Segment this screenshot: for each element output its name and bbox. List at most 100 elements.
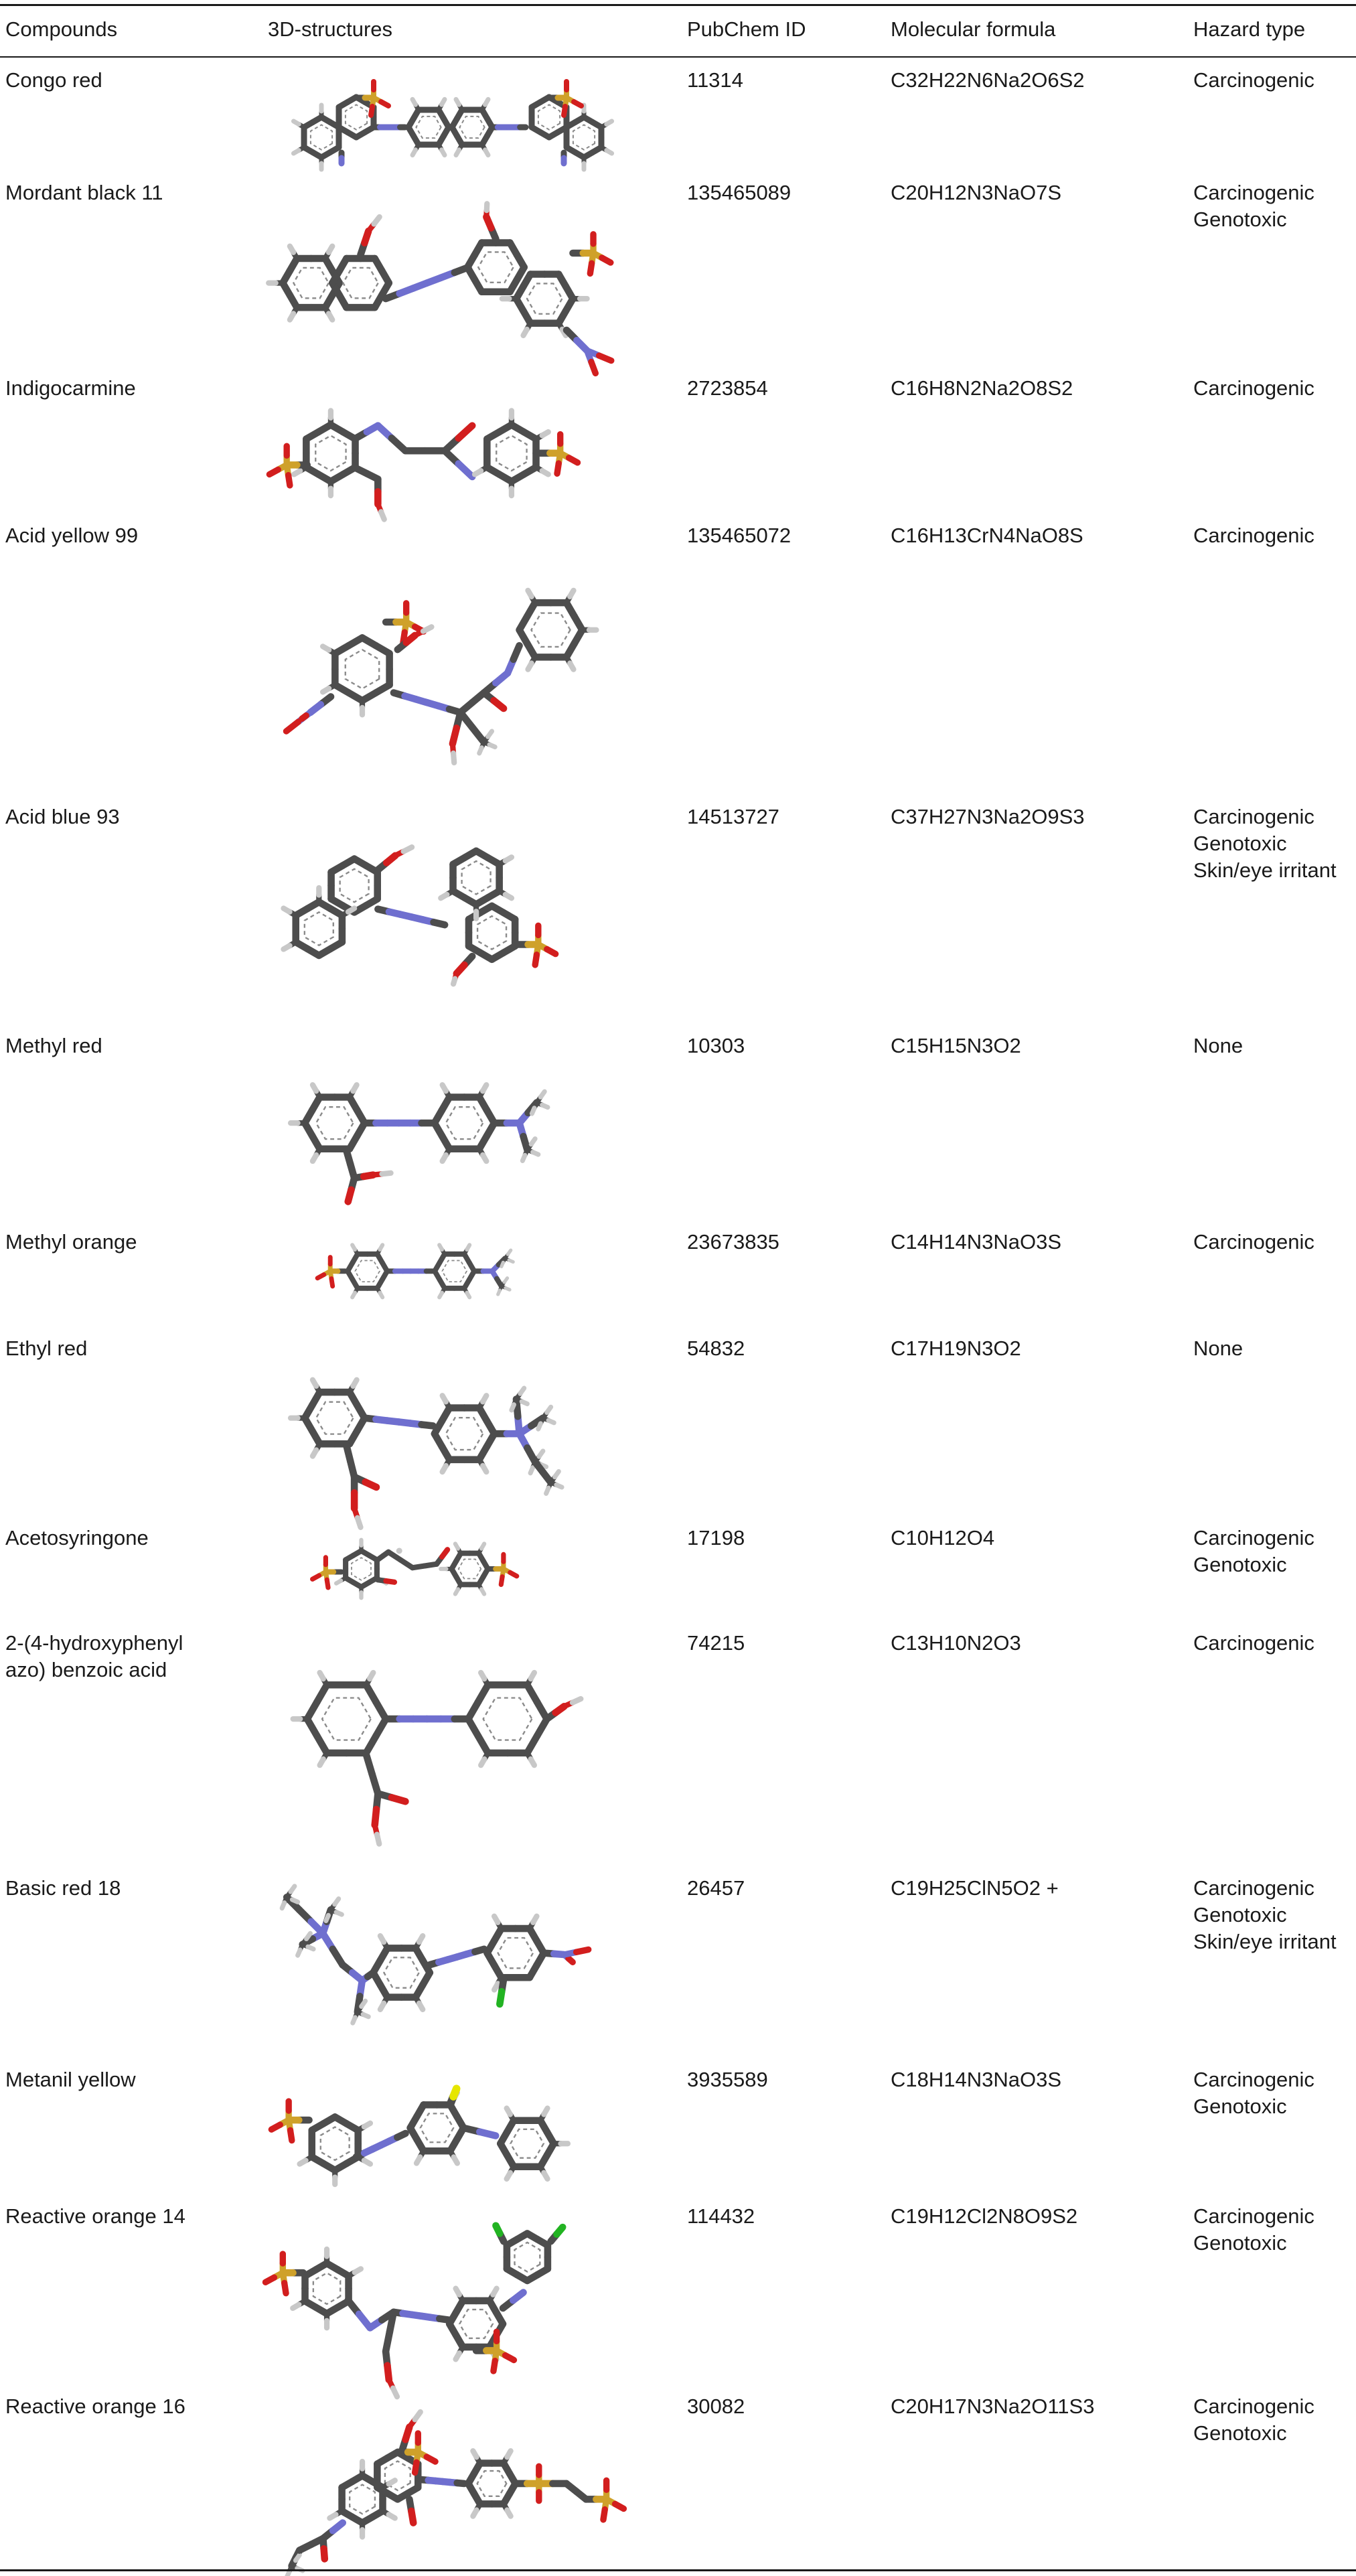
pubchem-id: 135465089: [687, 181, 792, 204]
ethyl-red-structure: [268, 1339, 629, 1530]
pubchem-id: 135465072: [687, 524, 792, 547]
hazard-type: Carcinogenic: [1193, 1526, 1314, 1549]
pubchem-id: 23673835: [687, 1230, 779, 1254]
header-pubchem-id: PubChem ID: [687, 17, 806, 41]
metanil-yellow-structure-image: [268, 2085, 571, 2188]
hazard-type: Genotoxic: [1193, 2095, 1287, 2118]
molecular-formula: C37H27N3Na2O9S3: [891, 805, 1085, 828]
hazard-type: None: [1193, 1337, 1244, 1360]
hazard-type: Carcinogenic: [1193, 2395, 1314, 2418]
acid-yellow-99-structure: [268, 536, 629, 790]
hazard-type: Skin/eye irritant: [1193, 858, 1337, 882]
hazard-type: Carcinogenic: [1193, 376, 1314, 400]
hazard-type: Carcinogenic: [1193, 68, 1314, 92]
table-top-rule: [0, 4, 1356, 6]
compound-name: Methyl red: [5, 1034, 102, 1057]
compound-name: Acid blue 93: [5, 805, 120, 828]
hazard-type: Carcinogenic: [1193, 181, 1314, 204]
pubchem-id: 114432: [687, 2204, 755, 2228]
hazard-type: Genotoxic: [1193, 1903, 1287, 1926]
hydroxyphenylazo-benzoic-acid-structure-image: [290, 1669, 584, 1847]
compound-name: Acetosyringone: [5, 1526, 149, 1549]
acetosyringone-structure: [268, 1527, 629, 1617]
molecular-formula: C18H14N3NaO3S: [891, 2068, 1062, 2091]
reactive-orange-16-structure-image: [285, 2409, 627, 2576]
pubchem-id: 10303: [687, 1034, 745, 1057]
hydroxyphenylazo-benzoic-acid-structure: [268, 1633, 629, 1864]
molecular-formula: C15H15N3O2: [891, 1034, 1021, 1057]
table-bottom-rule: [0, 2569, 1356, 2571]
molecular-formula: C16H8N2Na2O8S2: [891, 376, 1073, 400]
hazard-type: Carcinogenic: [1193, 524, 1314, 547]
compound-name: Reactive orange 16: [5, 2395, 185, 2418]
methyl-orange-structure-image: [315, 1243, 515, 1300]
molecular-formula: C19H25ClN5O2 +: [891, 1876, 1059, 1900]
header-3d-structures: 3D-structures: [268, 17, 393, 41]
acetosyringone-structure-image: [310, 1537, 520, 1600]
basic-red-18-structure-image: [279, 1884, 592, 2026]
hazard-type: Genotoxic: [1193, 1553, 1287, 1576]
compound-name: Methyl orange: [5, 1230, 137, 1254]
hazard-type: Carcinogenic: [1193, 2068, 1314, 2091]
acid-yellow-99-structure-image: [283, 587, 599, 766]
congo-red-structure-image: [291, 79, 615, 172]
pubchem-id: 30082: [687, 2395, 745, 2418]
molecular-formula: C20H12N3NaO7S: [891, 181, 1062, 204]
compound-name: 2-(4-hydroxyphenyl: [5, 1631, 183, 1655]
reactive-orange-14-structure-image: [262, 2222, 567, 2400]
molecular-formula: C16H13CrN4NaO8S: [891, 524, 1083, 547]
hazard-type: Carcinogenic: [1193, 1230, 1314, 1254]
compound-name: Ethyl red: [5, 1337, 88, 1360]
molecular-formula: C13H10N2O3: [891, 1631, 1021, 1655]
ethyl-red-structure-image: [287, 1377, 564, 1530]
indigocarmine-structure-image: [266, 408, 581, 522]
hazard-type: None: [1193, 1034, 1244, 1057]
congo-red-structure: [268, 74, 629, 174]
molecular-formula: C19H12Cl2N8O9S2: [891, 2204, 1078, 2228]
pubchem-id: 11314: [687, 68, 743, 92]
pubchem-id: 74215: [687, 1631, 745, 1655]
hazard-type: Carcinogenic: [1193, 2204, 1314, 2228]
header-molecular-formula: Molecular formula: [891, 17, 1056, 41]
compound-name: Congo red: [5, 68, 102, 92]
pubchem-id: 17198: [687, 1526, 745, 1549]
molecular-formula: C10H12O4: [891, 1526, 995, 1549]
molecular-formula: C20H17N3Na2O11S3: [891, 2395, 1095, 2418]
pubchem-id: 2723854: [687, 376, 768, 400]
methyl-red-structure-image: [287, 1082, 550, 1205]
pubchem-id: 26457: [687, 1876, 745, 1900]
mordant-black-11-structure: [266, 181, 629, 377]
methyl-red-structure: [268, 1037, 629, 1217]
hazard-type: Skin/eye irritant: [1193, 1930, 1337, 1953]
header-hazard-type: Hazard type: [1193, 17, 1306, 41]
methyl-orange-structure: [268, 1233, 629, 1320]
compound-name: Indigocarmine: [5, 376, 136, 400]
molecular-formula: C32H22N6Na2O6S2: [891, 68, 1085, 92]
hazard-type: Carcinogenic: [1193, 1631, 1314, 1655]
compound-name: azo) benzoic acid: [5, 1658, 167, 1681]
hazard-type: Genotoxic: [1193, 832, 1287, 855]
indigocarmine-structure: [266, 378, 629, 522]
hazard-type: Genotoxic: [1193, 208, 1287, 231]
hazard-type: Carcinogenic: [1193, 1876, 1314, 1900]
compound-name: Mordant black 11: [5, 181, 163, 204]
acid-blue-93-structure: [268, 807, 629, 1028]
metanil-yellow-structure: [268, 2069, 629, 2193]
mordant-black-11-structure-image: [266, 201, 615, 377]
compound-name: Reactive orange 14: [5, 2204, 185, 2228]
molecular-formula: C14H14N3NaO3S: [891, 1230, 1062, 1254]
header-rule: [0, 56, 1356, 58]
molecular-formula: C17H19N3O2: [891, 1337, 1021, 1360]
reactive-orange-16-structure: [268, 2397, 629, 2576]
compound-name: Acid yellow 99: [5, 524, 139, 547]
reactive-orange-14-structure: [262, 2210, 629, 2400]
acid-blue-93-structure-image: [281, 844, 559, 987]
basic-red-18-structure: [268, 1878, 629, 2049]
compound-name: Basic red 18: [5, 1876, 121, 1900]
hazard-type: Genotoxic: [1193, 2231, 1287, 2255]
pubchem-id: 54832: [687, 1337, 745, 1360]
pubchem-id: 3935589: [687, 2068, 768, 2091]
pubchem-id: 14513727: [687, 805, 779, 828]
header-compounds: Compounds: [5, 17, 118, 41]
